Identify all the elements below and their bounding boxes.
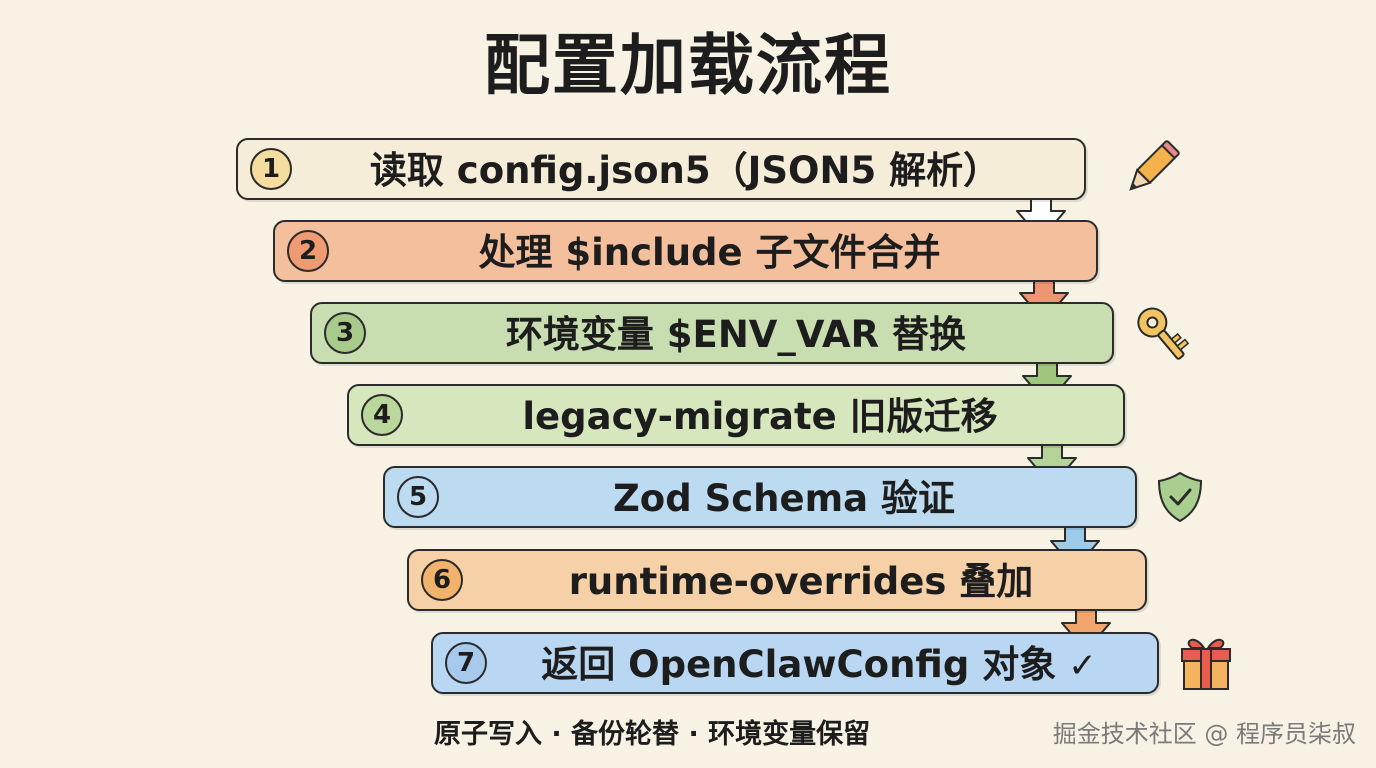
step-number-3: 3	[324, 312, 366, 354]
step-number-5: 5	[397, 476, 439, 518]
step-1: 1 读取 config.json5（JSON5 解析）	[236, 138, 1086, 200]
step-number-7: 7	[445, 642, 487, 684]
step-6: 6 runtime-overrides 叠加	[407, 549, 1147, 611]
step-number-6: 6	[421, 559, 463, 601]
step-number-1: 1	[250, 148, 292, 190]
step-label-3: 环境变量 $ENV_VAR 替换	[505, 313, 967, 356]
step-7: 7 返回 OpenClawConfig 对象 ✓	[431, 632, 1159, 694]
step-label-4: legacy-migrate 旧版迁移	[522, 395, 998, 438]
step-label-1: 读取 config.json5（JSON5 解析）	[369, 149, 1001, 192]
footer-summary: 原子写入 · 备份轮替 · 环境变量保留	[434, 719, 871, 750]
page-title: 配置加载流程	[484, 27, 892, 104]
step-3: 3 环境变量 $ENV_VAR 替换	[310, 302, 1114, 364]
step-number-2: 2	[287, 230, 329, 272]
key-icon	[1137, 307, 1190, 360]
step-label-7-wrap: 返回 OpenClawConfig 对象 ✓	[495, 634, 1143, 696]
step-number-4: 4	[361, 394, 403, 436]
step-label-7: 返回 OpenClawConfig 对象	[541, 643, 1057, 686]
step-4: 4 legacy-migrate 旧版迁移	[347, 384, 1125, 446]
step-2: 2 处理 $include 子文件合并	[273, 220, 1098, 282]
gift-icon	[1181, 638, 1231, 690]
step-label-2: 处理 $include 子文件合并	[478, 231, 941, 274]
check-icon: ✓	[1068, 646, 1097, 686]
step-label-6: runtime-overrides 叠加	[568, 560, 1034, 603]
step-5: 5 Zod Schema 验证	[383, 466, 1137, 528]
pencil-icon	[1129, 140, 1180, 191]
step-label-5: Zod Schema 验证	[612, 477, 956, 520]
shield-check-icon	[1157, 471, 1203, 523]
watermark: 掘金技术社区 @ 程序员柒叔	[1052, 720, 1356, 748]
